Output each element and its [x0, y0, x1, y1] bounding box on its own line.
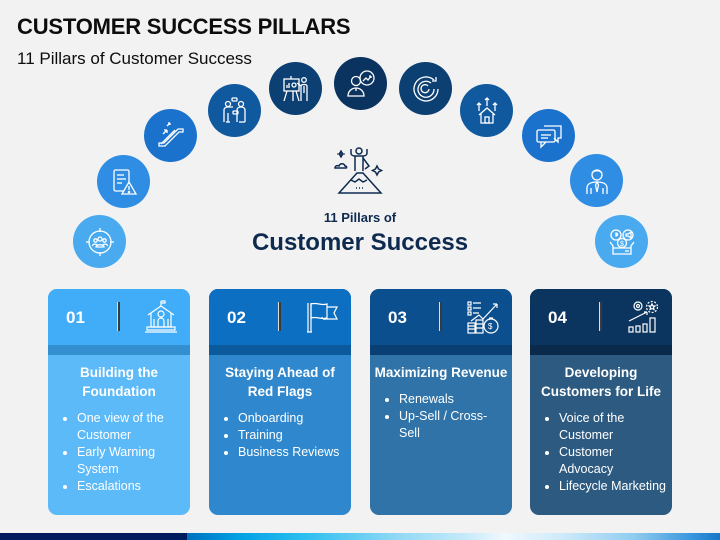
list-item: Voice of the Customer	[559, 410, 666, 444]
pillar-card: 03 $ Maximizing Revenue Renewals Up-Sell…	[370, 289, 512, 515]
pillar-circle	[97, 155, 150, 208]
card-title: Maximizing Revenue	[374, 365, 508, 380]
user-growth-icon	[346, 69, 375, 97]
card-number: 04	[548, 308, 567, 327]
pillar-circle	[522, 109, 575, 162]
card-stripe	[530, 345, 672, 355]
card-list: Voice of the Customer Customer Advocacy …	[530, 410, 672, 495]
card-header: 04	[530, 289, 672, 345]
list-item: Business Reviews	[238, 444, 345, 461]
pillar-card: 01 Building the Foundation One view of t…	[48, 289, 190, 515]
card-divider	[278, 302, 281, 331]
card-number: 03	[388, 308, 407, 327]
pillar-circle	[570, 154, 623, 207]
list-item: Onboarding	[238, 410, 345, 427]
card-list: Renewals Up-Sell / Cross-Sell	[370, 391, 512, 442]
pillar-circle	[460, 84, 513, 137]
presentation-icon	[282, 75, 308, 101]
list-item: Training	[238, 427, 345, 444]
card-title: Staying Ahead of Red Flags	[225, 365, 335, 399]
businessman-icon	[585, 168, 608, 194]
card-stripe	[48, 345, 190, 355]
card-list: Onboarding Training Business Reviews	[209, 410, 351, 461]
card-number: 02	[227, 308, 246, 327]
summit-success-icon	[334, 147, 384, 194]
customer-focus-icon	[85, 227, 114, 256]
people-conversation-icon	[222, 96, 246, 123]
card-header: 02	[209, 289, 351, 345]
pillar-card: 04 Developing Customers for Life Voice o…	[530, 289, 672, 515]
home-growth-icon	[476, 96, 497, 124]
card-stripe	[209, 345, 351, 355]
card-header: 01	[48, 289, 190, 345]
card-title: Developing Customers for Life	[540, 365, 662, 399]
page-title: CUSTOMER SUCCESS PILLARS	[17, 14, 351, 39]
pillar-circle	[399, 62, 452, 115]
growth-chart-settings-icon	[628, 300, 659, 333]
card-body: Building the Foundation One view of the …	[48, 363, 190, 495]
card-divider	[439, 302, 442, 331]
card-divider	[599, 302, 602, 331]
flag-icon	[307, 302, 338, 333]
list-item: Escalations	[77, 478, 184, 495]
list-item: Up-Sell / Cross-Sell	[399, 408, 506, 442]
card-list: One view of the Customer Early Warning S…	[48, 410, 190, 495]
list-item: One view of the Customer	[77, 410, 184, 444]
school-building-icon	[145, 300, 177, 333]
center-title: Customer Success	[251, 229, 469, 256]
pillar-circle	[208, 84, 261, 137]
pillar-card: 02 Staying Ahead of Red Flags Onboarding…	[209, 289, 351, 515]
card-divider	[117, 302, 120, 331]
bottom-gradient-bar	[0, 533, 720, 540]
pillar-circle	[73, 215, 126, 268]
pillar-circle	[334, 57, 387, 110]
list-item: Customer Advocacy	[559, 444, 666, 478]
center-subtitle: 11 Pillars of	[323, 210, 397, 225]
svg-text:$: $	[620, 241, 624, 248]
card-body: Staying Ahead of Red Flags Onboarding Tr…	[209, 363, 351, 461]
card-title: Building the Foundation	[80, 365, 158, 399]
document-warning-icon	[112, 168, 137, 195]
card-number: 01	[66, 308, 85, 327]
pillar-circle: $	[595, 215, 648, 268]
card-stripe	[370, 345, 512, 355]
pillar-circle	[144, 109, 197, 162]
renewal-cycle-icon	[412, 75, 439, 102]
card-body: Maximizing Revenue Renewals Up-Sell / Cr…	[370, 363, 512, 442]
marketing-box-icon: $	[608, 228, 635, 255]
card-body: Developing Customers for Life Voice of t…	[530, 363, 672, 495]
svg-text:$: $	[488, 322, 493, 331]
list-item: Renewals	[399, 391, 506, 408]
card-header: 03 $	[370, 289, 512, 345]
escalator-icon	[157, 121, 184, 147]
chat-bubbles-icon	[535, 124, 562, 149]
list-item: Early Warning System	[77, 444, 184, 478]
revenue-growth-icon: $	[467, 301, 499, 334]
list-item: Lifecycle Marketing	[559, 478, 666, 495]
pillar-circle	[269, 62, 322, 115]
page-subtitle: 11 Pillars of Customer Success	[17, 49, 252, 68]
